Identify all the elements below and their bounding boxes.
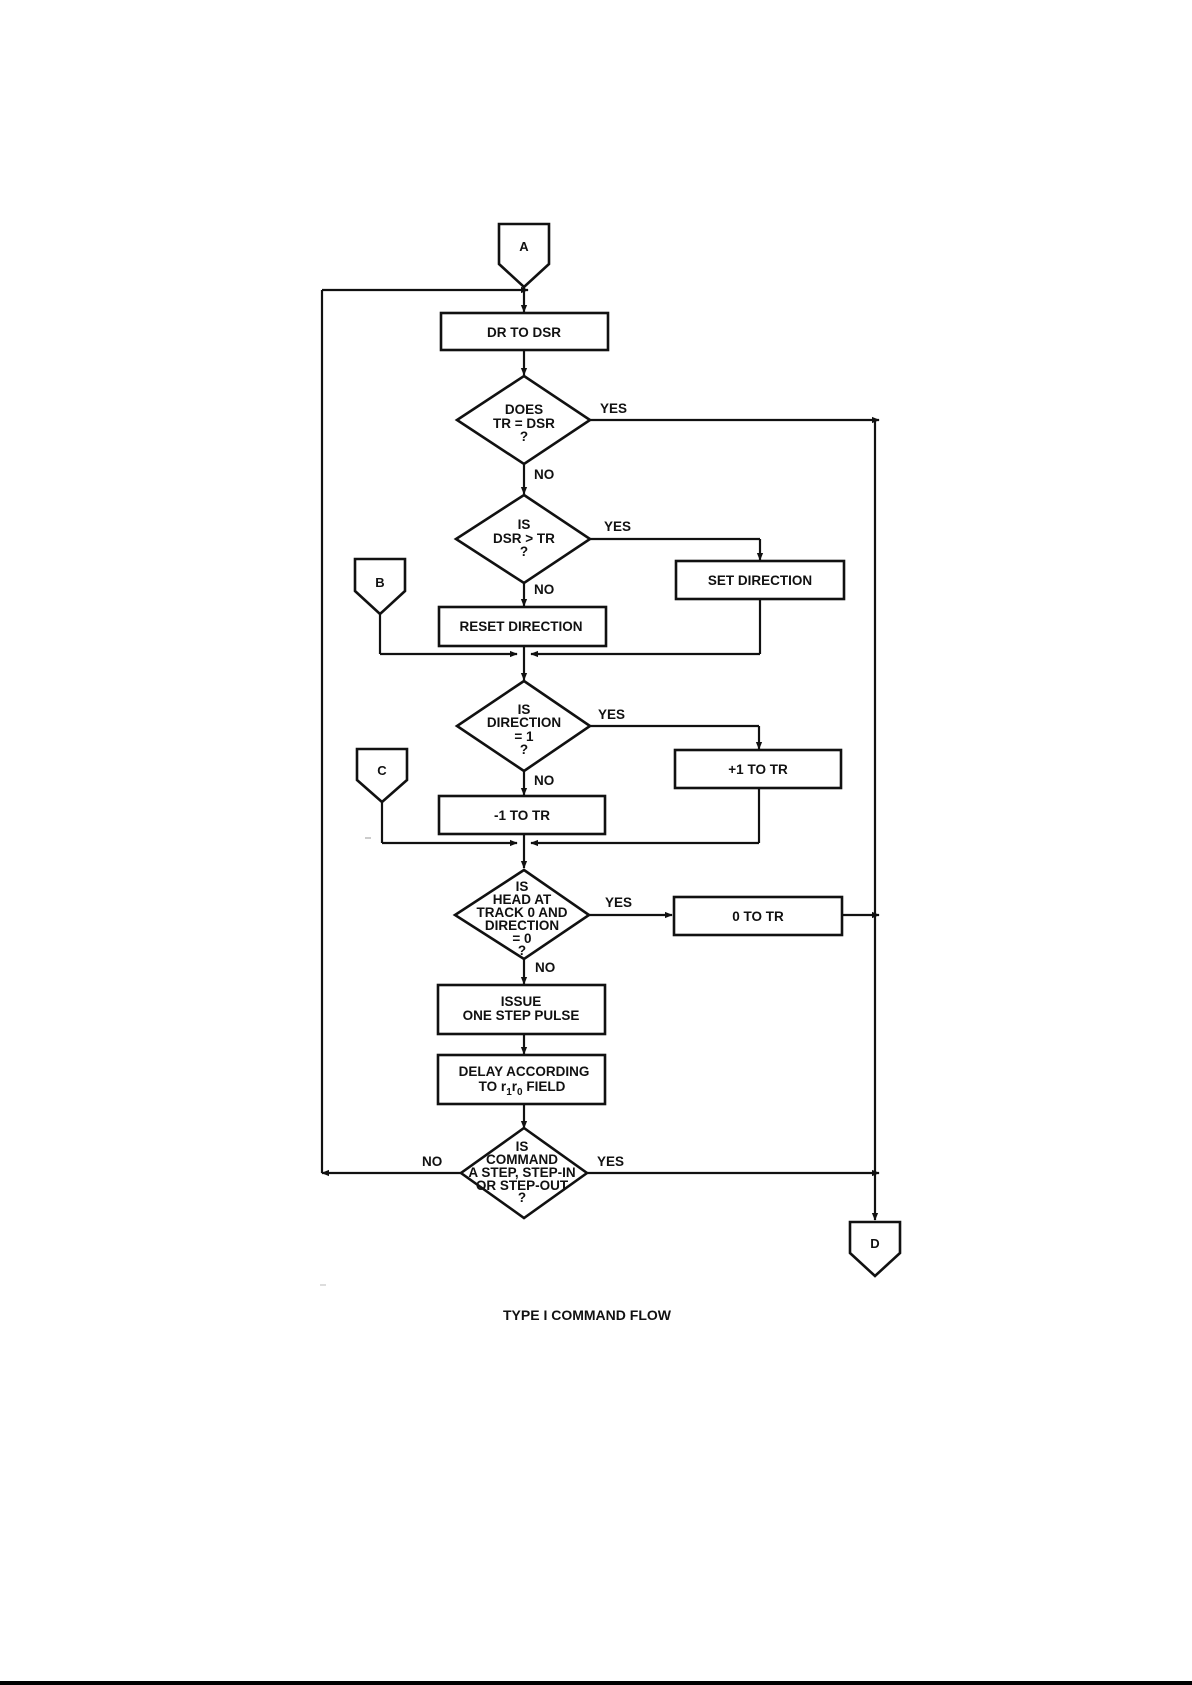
yes-label-d1: YES — [600, 401, 627, 416]
decision-3-line4: ? — [520, 742, 528, 757]
decision-2-line2: DSR > TR — [493, 531, 555, 546]
connector-b-label: B — [375, 575, 384, 590]
box-delay-line2: TO r1r0 FIELD — [479, 1079, 566, 1098]
box-issue-step-pulse: ISSUE ONE STEP PULSE — [436, 983, 607, 1036]
box-minus1-to-tr-label: -1 TO TR — [494, 808, 550, 823]
box-zero-to-tr-label: 0 TO TR — [732, 909, 784, 924]
box-minus1-to-tr: -1 TO TR — [437, 794, 607, 836]
decision-4-line6: ? — [518, 943, 526, 958]
connector-c: C — [355, 747, 409, 804]
connector-c-label: C — [377, 763, 387, 778]
decision-direction-equals-1: IS DIRECTION = 1 ? — [454, 679, 593, 773]
connector-a: A — [497, 222, 551, 289]
box-reset-direction: RESET DIRECTION — [437, 605, 608, 648]
connector-a-label: A — [519, 239, 529, 254]
box-delay: DELAY ACCORDING TO r1r0 FIELD — [436, 1053, 607, 1106]
decision-4-line5: = 0 — [512, 931, 531, 946]
decision-4-line2: HEAD AT — [493, 892, 552, 907]
box-dr-to-dsr-label: DR TO DSR — [487, 325, 561, 340]
decision-5-line2: COMMAND — [486, 1152, 558, 1167]
box-dr-to-dsr: DR TO DSR — [439, 311, 610, 352]
no-label-d2: NO — [534, 582, 554, 597]
box-plus1-to-tr-label: +1 TO TR — [728, 762, 788, 777]
decision-4-line4: DIRECTION — [485, 918, 559, 933]
no-label-d4: NO — [535, 960, 555, 975]
yes-label-d4: YES — [605, 895, 632, 910]
box-issue-line2: ONE STEP PULSE — [463, 1008, 580, 1023]
decision-1-line3: ? — [520, 429, 528, 444]
box-set-direction: SET DIRECTION — [674, 559, 846, 601]
decision-5-line3: A STEP, STEP-IN — [468, 1165, 575, 1180]
box-delay-line1: DELAY ACCORDING — [459, 1064, 590, 1079]
flow-lines — [320, 272, 880, 1286]
decision-5-line5: ? — [518, 1190, 526, 1205]
no-label-d3: NO — [534, 773, 554, 788]
yes-label-d3: YES — [598, 707, 625, 722]
decision-tr-equals-dsr: DOES TR = DSR ? — [454, 374, 593, 466]
connector-b: B — [353, 557, 407, 616]
decision-2-line1: IS — [518, 517, 531, 532]
decision-3-line3: = 1 — [514, 729, 534, 744]
decision-1-line2: TR = DSR — [493, 416, 555, 431]
yes-label-d5: YES — [597, 1154, 624, 1169]
decision-dsr-greater-tr: IS DSR > TR ? — [453, 493, 593, 585]
no-label-d5: NO — [422, 1154, 442, 1169]
decision-head-at-track0: IS HEAD AT TRACK 0 AND DIRECTION = 0 ? — [452, 868, 592, 961]
bottom-rule — [0, 1681, 1192, 1685]
box-plus1-to-tr: +1 TO TR — [673, 748, 843, 790]
decision-3-line1: IS — [518, 702, 531, 717]
decision-is-step-command: IS COMMAND A STEP, STEP-IN OR STEP-OUT ? — [458, 1126, 590, 1220]
decision-5-line1: IS — [516, 1139, 529, 1154]
decision-3-line2: DIRECTION — [487, 715, 561, 730]
figure-caption: TYPE I COMMAND FLOW — [503, 1307, 672, 1323]
no-label-d1: NO — [534, 467, 554, 482]
decision-1-line1: DOES — [505, 402, 543, 417]
branch-labels: YES NO YES NO YES NO YES NO YES NO — [422, 401, 632, 1169]
box-zero-to-tr: 0 TO TR — [672, 895, 844, 937]
yes-label-d2: YES — [604, 519, 631, 534]
decision-4-line1: IS — [516, 879, 529, 894]
connector-d-label: D — [870, 1236, 879, 1251]
box-issue-line1: ISSUE — [501, 994, 542, 1009]
decision-2-line3: ? — [520, 544, 528, 559]
decision-4-line3: TRACK 0 AND — [477, 905, 568, 920]
connector-d: D — [848, 1220, 902, 1278]
decision-5-line4: OR STEP-OUT — [476, 1178, 569, 1193]
box-reset-direction-label: RESET DIRECTION — [459, 619, 582, 634]
box-set-direction-label: SET DIRECTION — [708, 573, 812, 588]
